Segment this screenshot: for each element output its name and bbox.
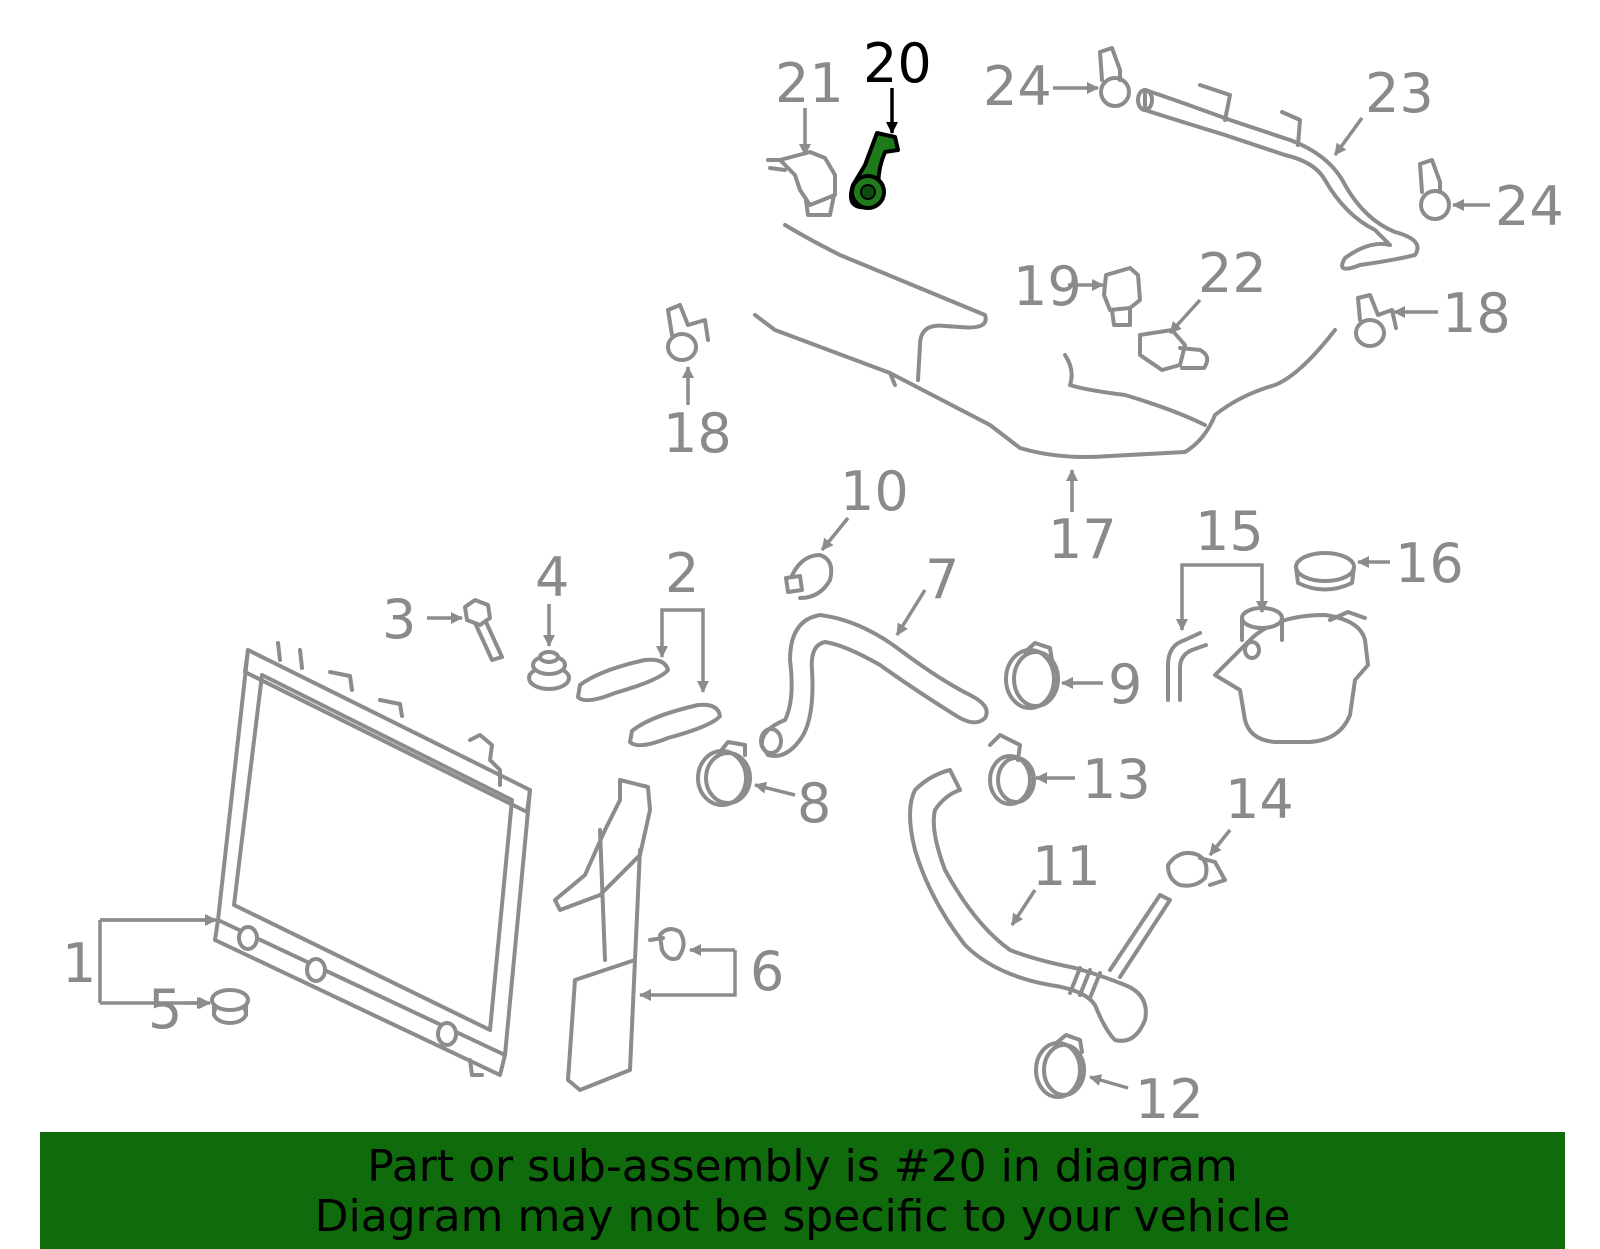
- callout-12: 12: [1135, 1068, 1204, 1131]
- grommet-part-5: [210, 988, 250, 1025]
- callout-4: 4: [535, 546, 569, 609]
- reservoir-part-15: [1166, 606, 1370, 744]
- callout-24-right: 24: [1495, 175, 1564, 238]
- connector-parts-18: [666, 293, 1398, 362]
- callout-1: 1: [62, 932, 96, 995]
- deflector-part-6: [553, 778, 686, 1092]
- callout-2: 2: [665, 542, 699, 605]
- seal-parts-2: [576, 657, 722, 748]
- callout-21: 21: [775, 52, 844, 115]
- callout-10: 10: [840, 460, 909, 523]
- clamp-part-9: [1004, 641, 1060, 710]
- callout-numbers: 1 2 3 4 5 6 7 8 9 10 11 12 13 14 15 16 1…: [62, 32, 1564, 1131]
- cap-part-16: [1294, 551, 1356, 592]
- highlighted-part-20-bracket[interactable]: [848, 131, 900, 210]
- clamp-part-12: [1034, 1033, 1086, 1099]
- callout-14: 14: [1225, 768, 1294, 831]
- clamp-part-13: [988, 733, 1036, 806]
- callout-18-left: 18: [663, 402, 732, 465]
- clamp-part-8: [696, 740, 752, 807]
- callout-18-right: 18: [1442, 282, 1511, 345]
- callout-24-top: 24: [983, 55, 1052, 118]
- leader-lines: [98, 82, 1490, 1090]
- callout-3: 3: [382, 588, 416, 651]
- callout-7: 7: [925, 548, 959, 611]
- hose-part-17: [753, 223, 1337, 459]
- clamp-part-10: [784, 553, 834, 600]
- callout-9: 9: [1108, 653, 1142, 716]
- callout-16: 16: [1395, 532, 1464, 595]
- banner-line-1: Part or sub-assembly is #20 in diagram: [367, 1141, 1238, 1192]
- callout-13: 13: [1082, 748, 1151, 811]
- grommet-part-4: [527, 650, 571, 691]
- sensor-part-19: [1102, 266, 1142, 327]
- connector-part-22: [1138, 328, 1210, 372]
- callout-6: 6: [750, 940, 784, 1003]
- callout-11: 11: [1032, 835, 1101, 898]
- radiator-part: [213, 641, 532, 1077]
- connector-part-21: [766, 150, 837, 217]
- connector-parts-24: [1098, 46, 1451, 221]
- bolt-part-3: [463, 598, 504, 662]
- callout-20: 20: [863, 32, 932, 95]
- clamp-part-14: [1166, 851, 1227, 888]
- banner-line-2: Diagram may not be specific to your vehi…: [314, 1191, 1291, 1242]
- callout-19: 19: [1013, 255, 1082, 318]
- callout-8: 8: [797, 772, 831, 835]
- pipe-part-23: [1136, 83, 1420, 271]
- callout-5: 5: [148, 978, 182, 1041]
- info-banner: Part or sub-assembly is #20 in diagram D…: [40, 1132, 1565, 1249]
- callout-17: 17: [1048, 508, 1117, 571]
- callout-22: 22: [1198, 242, 1267, 305]
- lower-hose-part-11: [908, 768, 1172, 1043]
- callout-15: 15: [1195, 500, 1264, 563]
- callout-23: 23: [1365, 62, 1434, 125]
- upper-hose-part-7: [759, 613, 989, 758]
